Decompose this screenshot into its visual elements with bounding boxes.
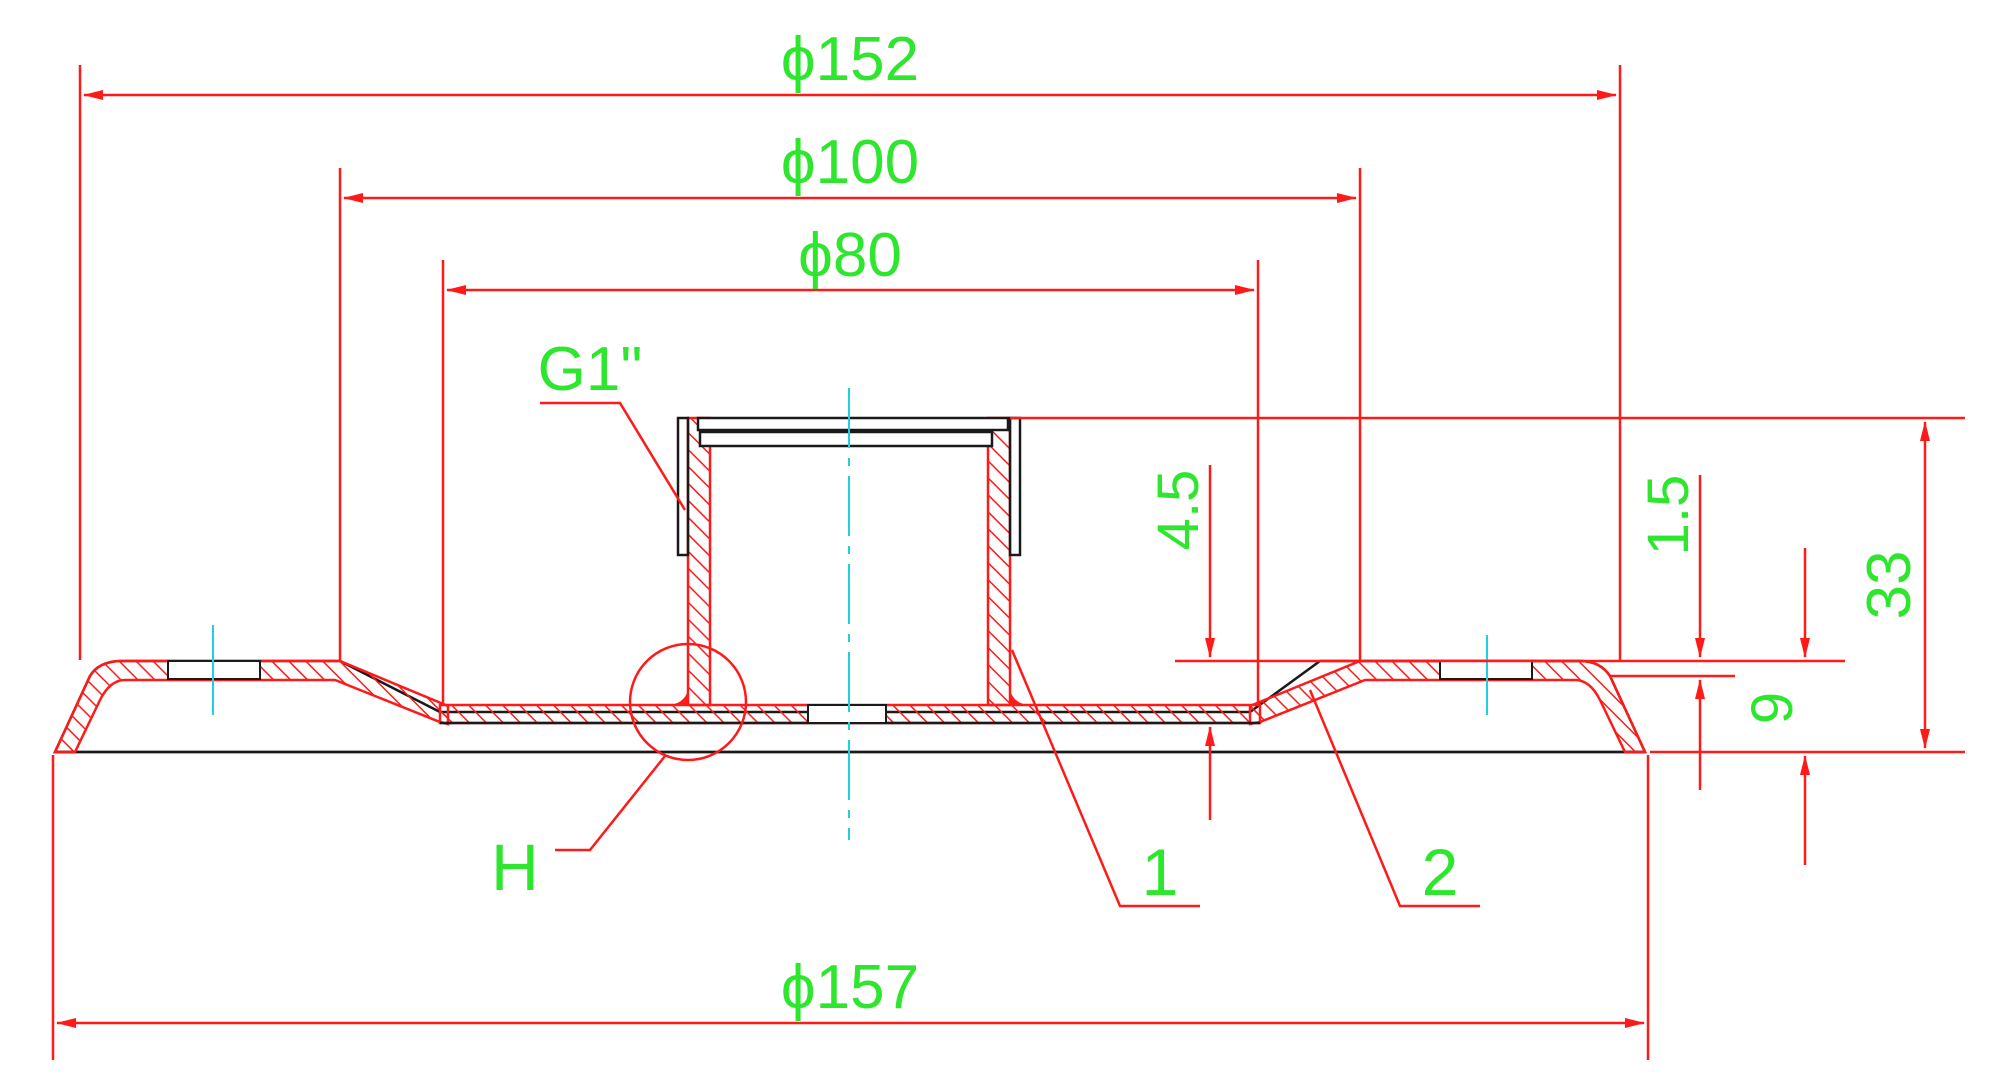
detail-circle-h xyxy=(628,642,748,762)
dim-157-label: ϕ157 xyxy=(781,953,919,1022)
part-section xyxy=(53,416,1647,754)
tube-wall-right xyxy=(986,416,1012,707)
centerlines xyxy=(212,388,1488,840)
leader-part-2 xyxy=(1308,689,1480,908)
leader-part-1 xyxy=(1010,649,1200,908)
part-1-label: 1 xyxy=(1142,835,1179,909)
leader-h xyxy=(555,755,666,852)
detail-h-label: H xyxy=(491,830,539,904)
dim-80-label: ϕ80 xyxy=(798,221,902,290)
thread-step-left xyxy=(676,416,690,557)
thread-label: G1" xyxy=(538,335,643,404)
dim-33-label: 33 xyxy=(1855,551,1924,620)
fillet-right xyxy=(1010,690,1032,705)
dim-9-label: 9 xyxy=(1740,692,1805,724)
tube-wall-left xyxy=(686,416,712,707)
fillet-left xyxy=(666,690,688,705)
plate-gap-center xyxy=(807,704,887,724)
thread-step-right xyxy=(1008,416,1022,557)
dim-4-5-label: 4.5 xyxy=(1146,470,1211,551)
dim-100-label: ϕ100 xyxy=(781,128,919,197)
dim-152-label: ϕ152 xyxy=(781,25,919,94)
tube-inner-ring xyxy=(698,430,994,448)
dim-1-5-label: 1.5 xyxy=(1636,475,1701,556)
part-2-label: 2 xyxy=(1422,835,1459,909)
tube-cap xyxy=(696,416,1010,432)
dimension-lines xyxy=(51,65,1965,1060)
leader-g1 xyxy=(540,401,687,511)
dimension-labels: ϕ152 ϕ100 ϕ80 ϕ157 G1" 33 4.5 1.5 9 H 1 … xyxy=(491,25,1924,1022)
